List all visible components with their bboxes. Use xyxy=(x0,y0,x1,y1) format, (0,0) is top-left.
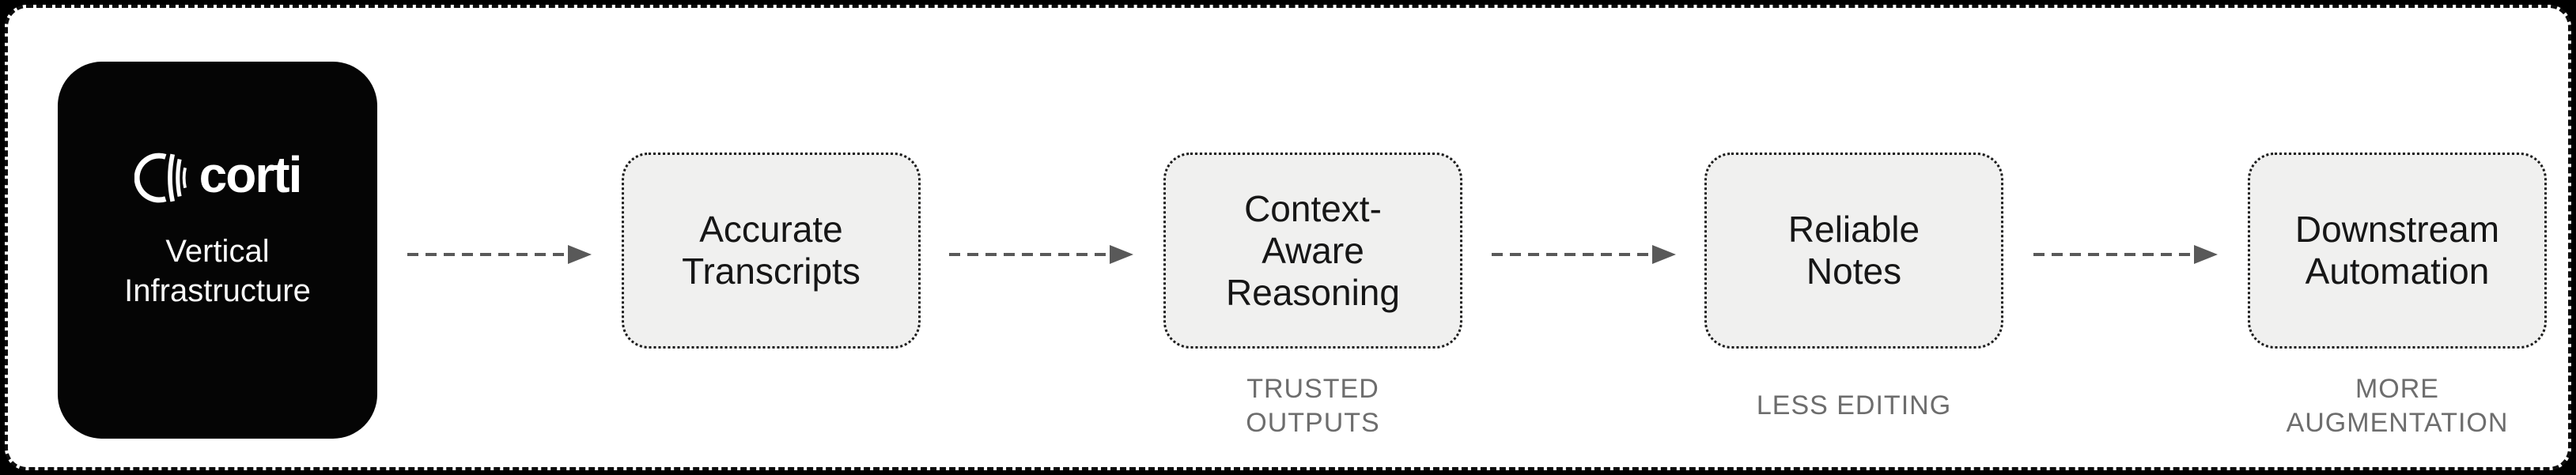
step-caption-more-augmentation: MORE AUGMENTATION xyxy=(2286,373,2509,438)
flow-arrow-4 xyxy=(2033,245,2218,264)
flow-arrow-3 xyxy=(1492,245,1676,264)
corti-soundwave-icon xyxy=(134,153,187,203)
step-box-reliable-notes: Reliable Notes xyxy=(1704,153,2003,349)
flow-arrow-1 xyxy=(407,245,592,264)
step-label: Context- Aware Reasoning xyxy=(1226,187,1400,313)
step-caption-less-editing: LESS EDITING xyxy=(1756,390,1952,420)
diagram-card: corti Vertical Infrastructure Accurate T… xyxy=(5,5,2571,470)
corti-wordmark: corti xyxy=(199,146,303,203)
step-box-accurate-transcripts: Accurate Transcripts xyxy=(622,153,921,349)
arrow-dashed-line xyxy=(407,253,569,256)
step-label: Downstream Automation xyxy=(2294,209,2500,292)
arrow-dashed-line xyxy=(949,253,1111,256)
step-box-context-aware-reasoning: Context- Aware Reasoning xyxy=(1163,153,1462,349)
source-node-label: Vertical Infrastructure xyxy=(124,234,311,308)
arrow-right-icon xyxy=(568,245,592,264)
arrow-dashed-line xyxy=(1492,253,1654,256)
arrow-right-icon xyxy=(2194,245,2218,264)
step-box-downstream-automation: Downstream Automation xyxy=(2248,153,2547,349)
arrow-dashed-line xyxy=(2033,253,2196,256)
step-label: Accurate Transcripts xyxy=(682,209,861,292)
source-node-vertical-infrastructure: corti Vertical Infrastructure xyxy=(58,62,377,439)
corti-logo: corti xyxy=(134,149,302,203)
arrow-right-icon xyxy=(1110,245,1133,264)
step-caption-trusted-outputs: TRUSTED OUTPUTS xyxy=(1246,373,1380,438)
flow-arrow-2 xyxy=(949,245,1133,264)
arrow-right-icon xyxy=(1652,245,1676,264)
step-label: Reliable Notes xyxy=(1787,209,1920,292)
